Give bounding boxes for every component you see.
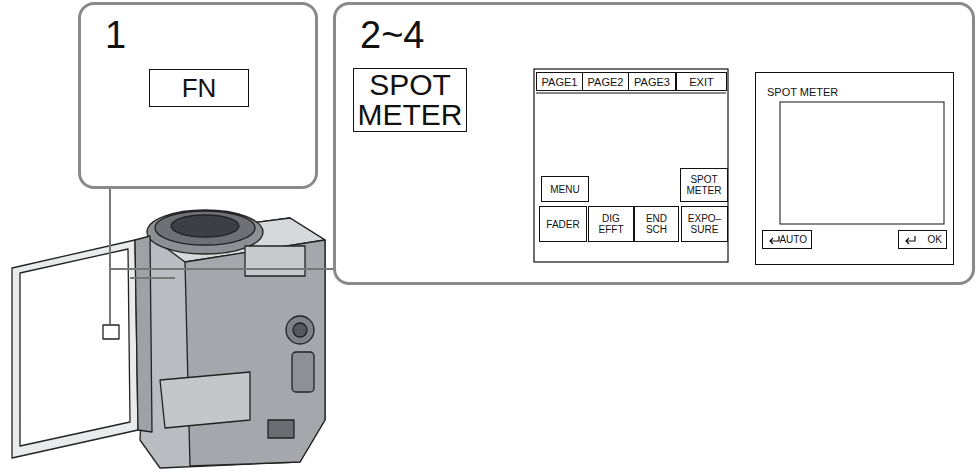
screen-button: EXPO– SURE — [681, 206, 728, 242]
screen-button: AUTO — [762, 230, 812, 249]
screen-button: FADER — [539, 206, 587, 242]
step-panel: 1FN — [78, 2, 318, 189]
button-label: EXIT — [689, 76, 713, 88]
button-label: OK — [928, 234, 942, 245]
panel-heading: 2~4 — [360, 15, 424, 55]
button-label: SPOT METER — [354, 70, 466, 130]
button-label: AUTO — [779, 234, 807, 245]
button-label: END SCH — [636, 213, 677, 235]
button-label: FN — [182, 74, 217, 102]
button-label: PAGE2 — [588, 76, 624, 88]
button-label: SPOT METER — [682, 174, 726, 196]
screen: SPOT METER AUTO OK — [755, 72, 954, 265]
camcorder — [12, 210, 325, 468]
step-panel: 2~4SPOT METER PAGE1 PAGE2 PAGE3 EXIT MENU SPOT… — [333, 2, 975, 285]
return-arrow — [770, 236, 779, 244]
leader-line — [174, 272, 176, 278]
screen-button: DIG EFFT — [588, 206, 634, 242]
button-label: DIG EFFT — [590, 213, 632, 235]
fn-icon — [103, 325, 119, 339]
preview-frame — [780, 102, 944, 224]
screen-button: OK — [898, 230, 947, 249]
screen-button: SPOT METER — [680, 168, 728, 202]
button-label: FADER — [546, 219, 579, 230]
button-label: PAGE1 — [542, 76, 578, 88]
screen-button: PAGE2 — [582, 72, 629, 91]
panel-heading: SPOT METER — [767, 86, 838, 98]
panel-heading: 1 — [105, 15, 126, 55]
screen-button: EXIT — [676, 72, 727, 91]
screen-button: FN — [149, 69, 249, 107]
button-label: MENU — [550, 184, 579, 195]
tab-rule — [536, 93, 726, 94]
connector-line — [110, 189, 333, 269]
return-icon — [902, 234, 918, 246]
screen-button: END SCH — [634, 206, 679, 242]
screen-button: MENU — [541, 176, 589, 202]
screen-button: PAGE1 — [536, 72, 583, 91]
leader-line — [130, 277, 175, 279]
screen-frame — [534, 69, 728, 262]
button-label: PAGE3 — [634, 76, 670, 88]
screen-button: PAGE3 — [628, 72, 676, 91]
button-label: EXPO– SURE — [683, 213, 726, 235]
return-arrow — [906, 236, 915, 244]
screen-button: SPOT METER — [353, 68, 467, 132]
